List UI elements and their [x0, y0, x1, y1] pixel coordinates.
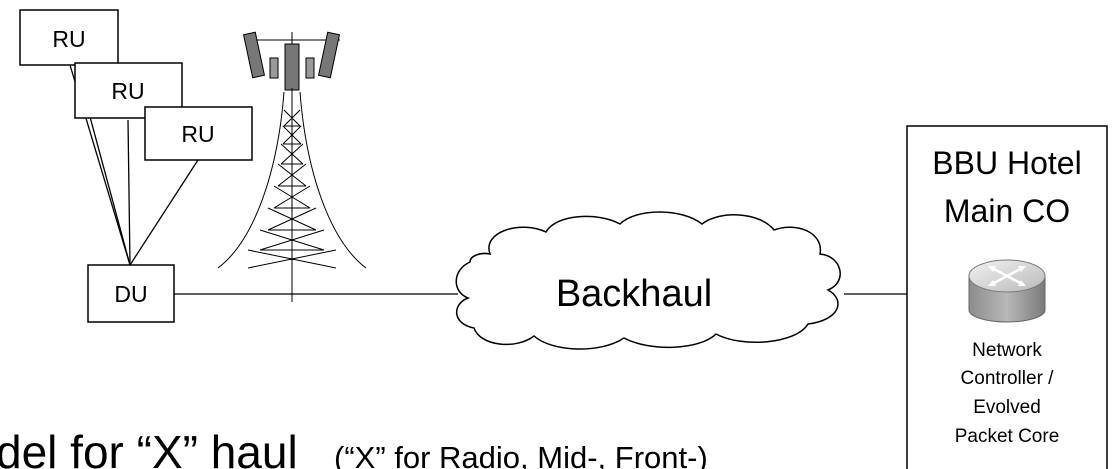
du-label: DU [114, 281, 147, 307]
caption-main: del for “X” haul [0, 426, 298, 469]
caption-sub: (“X” for Radio, Mid-, Front-) [334, 440, 708, 469]
hotel-title-line2: Main CO [944, 193, 1070, 229]
bottom-caption: del for “X” haul (“X” for Radio, Mid-, F… [0, 426, 708, 469]
core-label-line: Evolved [973, 397, 1041, 418]
ru-unit-3: RU [144, 106, 253, 161]
du-unit: DU [87, 264, 175, 323]
backhaul-label: Backhaul [556, 273, 712, 315]
backhaul-cloud: Backhaul [455, 211, 841, 350]
ru-label: RU [181, 121, 214, 147]
cell-tower-icon [217, 31, 367, 302]
ru-label: RU [111, 78, 144, 104]
core-label-line: Controller / [961, 368, 1055, 389]
core-label-line: Packet Core [955, 426, 1060, 447]
ru-unit-1: RU [19, 9, 119, 66]
core-label-line: Network [972, 340, 1042, 361]
core-label: Network Controller / Evolved Packet Core [955, 340, 1060, 447]
hotel-title-line1: BBU Hotel [932, 145, 1081, 181]
ru-label: RU [52, 26, 85, 52]
router-icon [968, 259, 1046, 323]
